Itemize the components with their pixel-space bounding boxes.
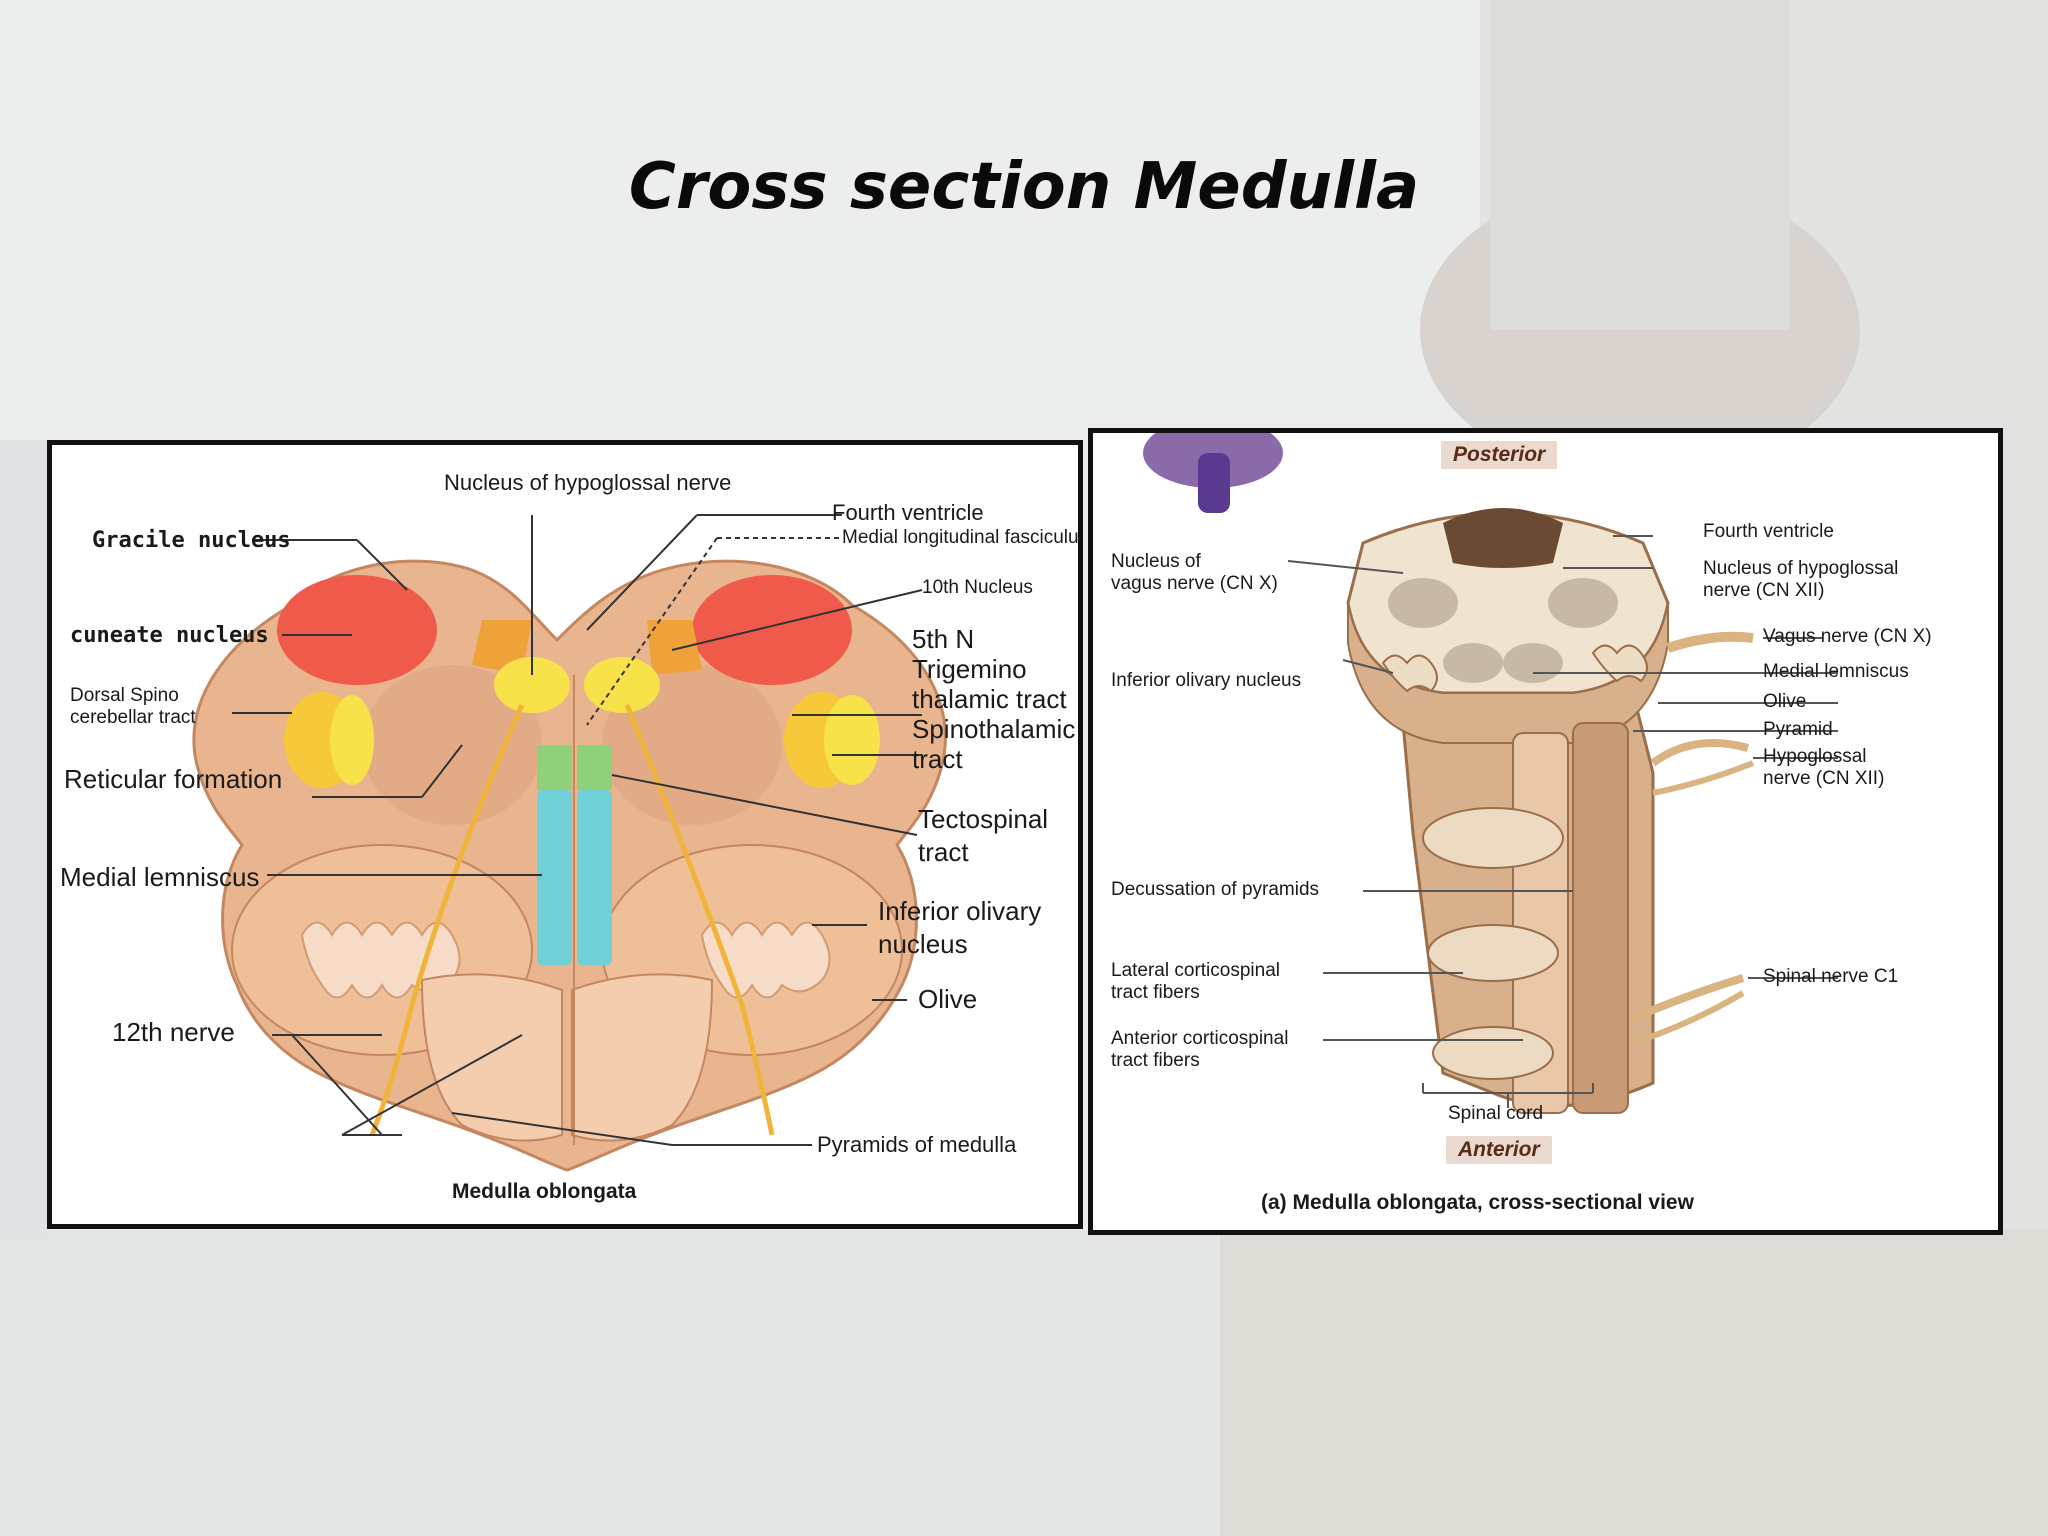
label-inferior-olivary: Inferior olivary xyxy=(878,896,1042,926)
label-medial-longitudinal: Medial longitudinal fasciculus xyxy=(842,527,1083,548)
label-inferior-olivary-nucleus: nucleus xyxy=(878,929,968,959)
medulla-cross-section-drawing xyxy=(192,514,947,1172)
slide-title: Cross section Medulla xyxy=(628,150,1420,224)
label-anterior-corticospinal-2: tract fibers xyxy=(1111,1050,1200,1071)
label-hypoglossal-nerve-2: nerve (CN XII) xyxy=(1763,768,1885,789)
right-diagram-panel: Posterior Nucleus of vagus nerve (CN X) … xyxy=(1088,428,2003,1235)
label-12th-nerve: 12th nerve xyxy=(112,1017,235,1047)
label-anterior: Anterior xyxy=(1446,1136,1552,1164)
right-diagram-caption: (a) Medulla oblongata, cross-sectional v… xyxy=(1261,1191,1694,1214)
label-spinothalamic-tract: tract xyxy=(912,744,963,774)
label-olive-r: Olive xyxy=(1763,691,1807,712)
label-spinal-cord: Spinal cord xyxy=(1448,1103,1544,1124)
left-diagram-caption: Medulla oblongata xyxy=(452,1180,637,1203)
label-spinothalamic: Spinothalamic xyxy=(912,714,1076,744)
label-nucleus-hypoglossal-2: nerve (CN XII) xyxy=(1703,580,1825,601)
label-tectospinal-tract: tract xyxy=(918,837,969,867)
label-nucleus-hypoglossal-1: Nucleus of hypoglossal xyxy=(1703,558,1899,579)
label-decussation-of-pyramids: Decussation of pyramids xyxy=(1111,879,1320,900)
label-vagus-nerve: Vagus nerve (CN X) xyxy=(1763,626,1932,647)
label-anterior-corticospinal-1: Anterior corticospinal xyxy=(1111,1028,1289,1049)
label-trigemino: Trigemino xyxy=(912,654,1027,684)
label-reticular-formation: Reticular formation xyxy=(64,764,283,794)
label-fourth-ventricle: Fourth ventricle xyxy=(832,500,984,525)
label-nucleus-of-vagus-2: vagus nerve (CN X) xyxy=(1111,573,1278,594)
label-gracile-nucleus: Gracile nucleus xyxy=(92,528,291,553)
label-nucleus-hypoglossal: Nucleus of hypoglossal nerve xyxy=(444,470,732,495)
label-dorsal-spino: Dorsal Spino xyxy=(70,685,179,706)
label-thalamic-tract: thalamic tract xyxy=(912,684,1067,714)
label-olive: Olive xyxy=(918,984,978,1014)
label-inferior-olivary-nucleus-r: Inferior olivary nucleus xyxy=(1111,670,1302,691)
label-pyramid: Pyramid xyxy=(1763,719,1833,740)
label-nucleus-of-vagus-1: Nucleus of xyxy=(1111,551,1201,572)
label-pyramids-of-medulla: Pyramids of medulla xyxy=(817,1132,1017,1157)
label-cuneate-nucleus: cuneate nucleus xyxy=(70,623,269,648)
label-fourth-ventricle-r: Fourth ventricle xyxy=(1703,521,1834,542)
label-medial-lemniscus-r: Medial lemniscus xyxy=(1763,661,1909,682)
label-tectospinal: Tectospinal xyxy=(918,804,1049,834)
label-10th-nucleus: 10th Nucleus xyxy=(922,577,1033,598)
label-medial-lemniscus: Medial lemniscus xyxy=(60,862,260,892)
label-5th-n: 5th N xyxy=(912,624,975,654)
medulla-3d-view-drawing xyxy=(1143,433,1838,1114)
label-spinal-nerve-c1: Spinal nerve C1 xyxy=(1763,966,1899,987)
left-diagram-panel: Nucleus of hypoglossal nerve Fourth vent… xyxy=(47,440,1083,1229)
label-posterior: Posterior xyxy=(1441,441,1558,469)
label-hypoglossal-nerve-1: Hypoglossal xyxy=(1763,746,1867,767)
label-lateral-corticospinal-1: Lateral corticospinal xyxy=(1111,960,1280,981)
label-cerebellar-tract: cerebellar tract xyxy=(70,707,196,728)
label-lateral-corticospinal-2: tract fibers xyxy=(1111,982,1200,1003)
